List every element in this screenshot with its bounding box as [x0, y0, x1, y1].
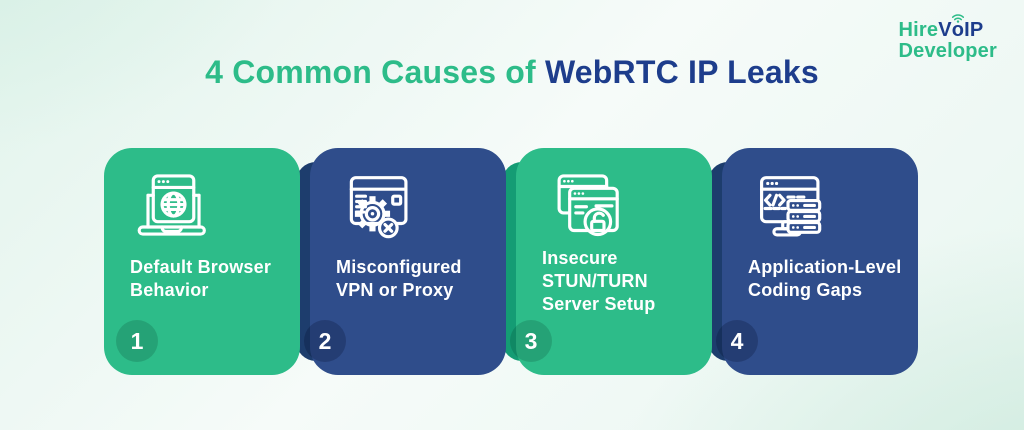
page-title-green-part: 4 Common Causes of	[205, 54, 545, 90]
windows-unlocked-padlock-icon	[538, 166, 626, 244]
card-number: 1	[130, 327, 144, 354]
card-number-badge: 2	[304, 320, 346, 362]
browser-gear-error-icon	[332, 166, 420, 244]
card-title: Default Browser Behavior	[130, 257, 272, 300]
card-title: Misconfigured VPN or Proxy	[336, 257, 462, 300]
logo-voip-ip: IP	[964, 19, 984, 41]
card-insecure-stun-turn-server-setup: Insecure STUN/TURN Server Setup 3	[502, 148, 712, 375]
logo-voip-v: V	[938, 19, 952, 41]
wifi-signal-icon	[951, 14, 965, 23]
card-number: 2	[318, 327, 332, 354]
card-application-level-coding-gaps: Application-Level Coding Gaps 4	[708, 148, 918, 375]
code-window-server-stack-icon	[744, 166, 832, 244]
card-misconfigured-vpn-or-proxy: Misconfigured VPN or Proxy 2	[296, 148, 506, 375]
logo-hire: Hire	[898, 19, 939, 41]
page-title: 4 Common Causes of WebRTC IP Leaks	[0, 54, 1024, 91]
card-title: Application-Level Coding Gaps	[748, 257, 902, 300]
causes-card-row: Default Browser Behavior 1	[104, 148, 918, 375]
logo-line-2: Developer	[898, 40, 997, 62]
card-number-badge: 3	[510, 320, 552, 362]
page-title-navy-part: WebRTC IP Leaks	[544, 54, 819, 90]
browser-globe-laptop-icon	[126, 166, 214, 244]
card-title: Insecure STUN/TURN Server Setup	[542, 248, 656, 314]
card-number-badge: 4	[716, 320, 758, 362]
logo-voip-o: o	[952, 14, 965, 41]
card-number-badge: 1	[116, 320, 158, 362]
card-default-browser-behavior: Default Browser Behavior 1	[104, 148, 300, 375]
card-number: 4	[730, 327, 744, 354]
card-number: 3	[524, 327, 538, 354]
